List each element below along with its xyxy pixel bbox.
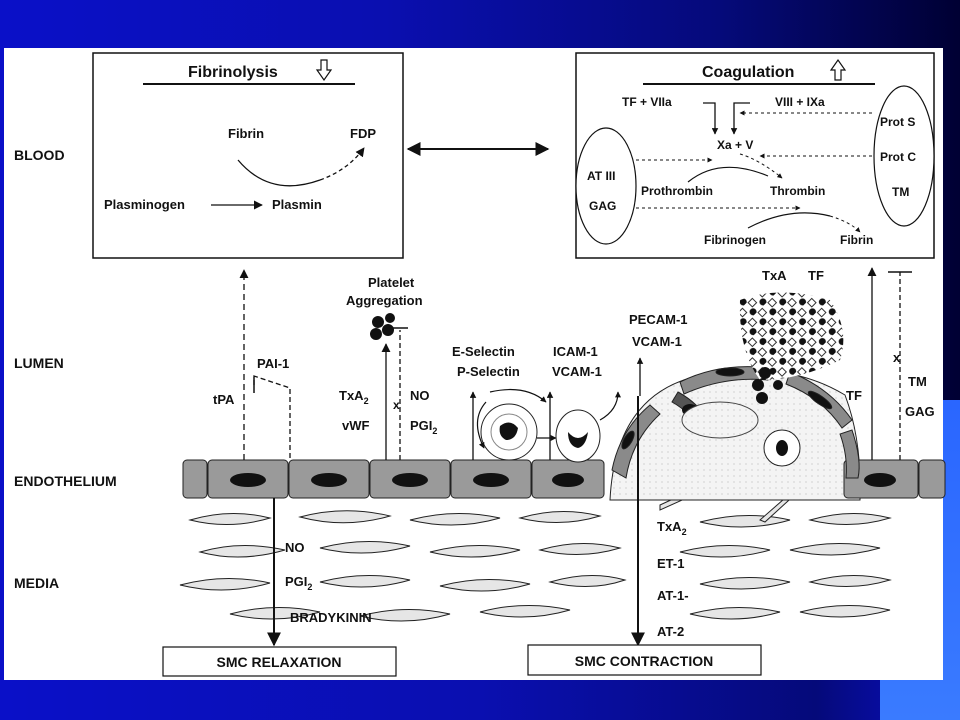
anticoagulant-ellipse-right bbox=[873, 85, 935, 227]
prothrombin-label: Prothrombin bbox=[641, 184, 713, 198]
p-selectin-label: P-Selectin bbox=[457, 364, 520, 379]
tf-top-label: TF bbox=[808, 268, 824, 283]
coagulation-title: Coagulation bbox=[702, 64, 794, 81]
anticoagulant-ellipse-left bbox=[575, 127, 637, 245]
at2-label: AT-2 bbox=[657, 624, 684, 639]
smc-contraction-box: SMC CONTRACTION bbox=[527, 644, 762, 676]
layer-label-endothelium: ENDOTHELIUM bbox=[14, 473, 117, 489]
inhibit-x-icon: x bbox=[393, 398, 400, 412]
at3-label: AT III bbox=[587, 169, 615, 183]
fibrinogen-label: Fibrinogen bbox=[704, 233, 766, 247]
plasmin-label: Plasmin bbox=[272, 197, 322, 212]
at1-label: AT-1- bbox=[657, 588, 689, 603]
txa-top-label: TxA bbox=[762, 268, 787, 283]
tpa-label: tPA bbox=[213, 392, 235, 407]
fibrinolysis-title: Fibrinolysis bbox=[188, 64, 278, 81]
vcam1-label: VCAM-1 bbox=[552, 364, 602, 379]
inhibit-x-icon-right: x bbox=[893, 350, 901, 365]
platelet-label: Platelet bbox=[368, 275, 415, 290]
smooth-muscle-layer bbox=[179, 477, 892, 622]
et1-label: ET-1 bbox=[657, 556, 684, 571]
fibrin-coag-label: Fibrin bbox=[840, 233, 873, 247]
vwf-label: vWF bbox=[342, 418, 370, 433]
aggregation-label: Aggregation bbox=[346, 293, 423, 308]
slide-frame-bottom bbox=[0, 680, 960, 720]
e-selectin-label: E-Selectin bbox=[452, 344, 515, 359]
adherent-leukocyte bbox=[555, 409, 601, 463]
tf-viia-label: TF + VIIa bbox=[622, 95, 672, 109]
media-no-label: NO bbox=[285, 540, 305, 555]
coagulation-box: Coagulation TF + VIIa VIII + IXa Xa + V … bbox=[575, 52, 935, 259]
up-arrow-outline-icon bbox=[829, 58, 847, 81]
media-pgi2-label: PGI2 bbox=[285, 574, 312, 592]
platelet-aggregate bbox=[739, 292, 844, 380]
prot-s-label: Prot S bbox=[880, 115, 915, 129]
xa-v-label: Xa + V bbox=[717, 138, 753, 152]
smc-relaxation-box: SMC RELAXATION bbox=[162, 646, 397, 677]
platelet-cluster bbox=[370, 313, 395, 340]
bradykinin-label: BRADYKININ bbox=[290, 610, 372, 625]
tm-label: TM bbox=[892, 185, 909, 199]
tm-right-label: TM bbox=[908, 374, 927, 389]
fibrinolysis-box: Fibrinolysis Fibrin FDP Plasminogen Plas… bbox=[92, 52, 404, 259]
layer-label-blood: BLOOD bbox=[14, 147, 65, 163]
media-txa2-label: TxA2 bbox=[657, 519, 687, 537]
vcam1b-label: VCAM-1 bbox=[632, 334, 682, 349]
pai1-label: PAI-1 bbox=[257, 356, 289, 371]
viii-ixa-label: VIII + IXa bbox=[775, 95, 825, 109]
layer-label-media: MEDIA bbox=[14, 575, 59, 591]
down-arrow-outline-icon bbox=[315, 59, 333, 82]
layer-label-lumen: LUMEN bbox=[14, 355, 64, 371]
pecam1-label: PECAM-1 bbox=[629, 312, 688, 327]
txa2-label: TxA2 bbox=[339, 388, 369, 406]
pgi2-label: PGI2 bbox=[410, 418, 437, 436]
smc-contraction-label: SMC CONTRACTION bbox=[575, 653, 713, 669]
disrupted-endothelium bbox=[611, 366, 860, 479]
tf-right-label: TF bbox=[846, 388, 862, 403]
pai1-inhibition bbox=[253, 375, 291, 460]
thrombin-label: Thrombin bbox=[770, 184, 825, 198]
fibrin-label: Fibrin bbox=[228, 126, 264, 141]
smc-relaxation-label: SMC RELAXATION bbox=[217, 654, 342, 670]
endothelium-layer bbox=[182, 459, 946, 499]
plasminogen-label: Plasminogen bbox=[104, 197, 185, 212]
no-label: NO bbox=[410, 388, 430, 403]
gag-right-label: GAG bbox=[905, 404, 935, 419]
fdp-label: FDP bbox=[350, 126, 376, 141]
prot-c-label: Prot C bbox=[880, 150, 916, 164]
gag-label: GAG bbox=[589, 199, 616, 213]
monocyte-in-wall bbox=[681, 401, 759, 439]
icam1-label: ICAM-1 bbox=[553, 344, 598, 359]
